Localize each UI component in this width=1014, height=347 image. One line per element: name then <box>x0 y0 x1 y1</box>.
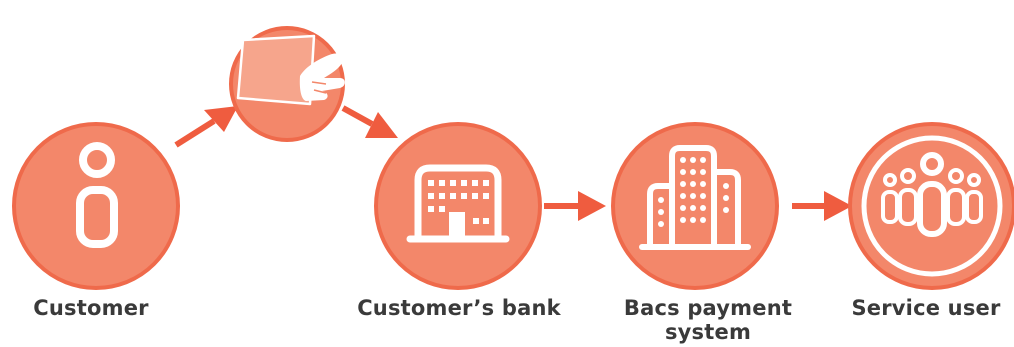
customers-bank-label: Customer’s bank <box>357 296 561 320</box>
bank-building-icon <box>406 164 510 243</box>
arrow-form-to-bank <box>341 105 398 138</box>
signed-form-node <box>229 26 345 142</box>
arrow-bacs-to-service <box>792 191 852 221</box>
bacs-node <box>611 122 779 290</box>
bacs-payment-system-label: Bacs payment system <box>623 296 793 344</box>
customer-label: Customer <box>33 296 149 320</box>
person-icon <box>76 142 118 248</box>
customer-node <box>12 122 180 290</box>
arrow-customer-to-form <box>174 106 238 148</box>
people-group-icon <box>881 152 983 237</box>
arrow-bank-to-bacs <box>544 191 606 221</box>
hand-with-form-icon <box>236 34 345 106</box>
service-user-node <box>848 122 1014 290</box>
customers-bank-node <box>374 122 542 290</box>
office-tower-icon <box>639 145 751 250</box>
service-user-label: Service user <box>851 296 1001 320</box>
